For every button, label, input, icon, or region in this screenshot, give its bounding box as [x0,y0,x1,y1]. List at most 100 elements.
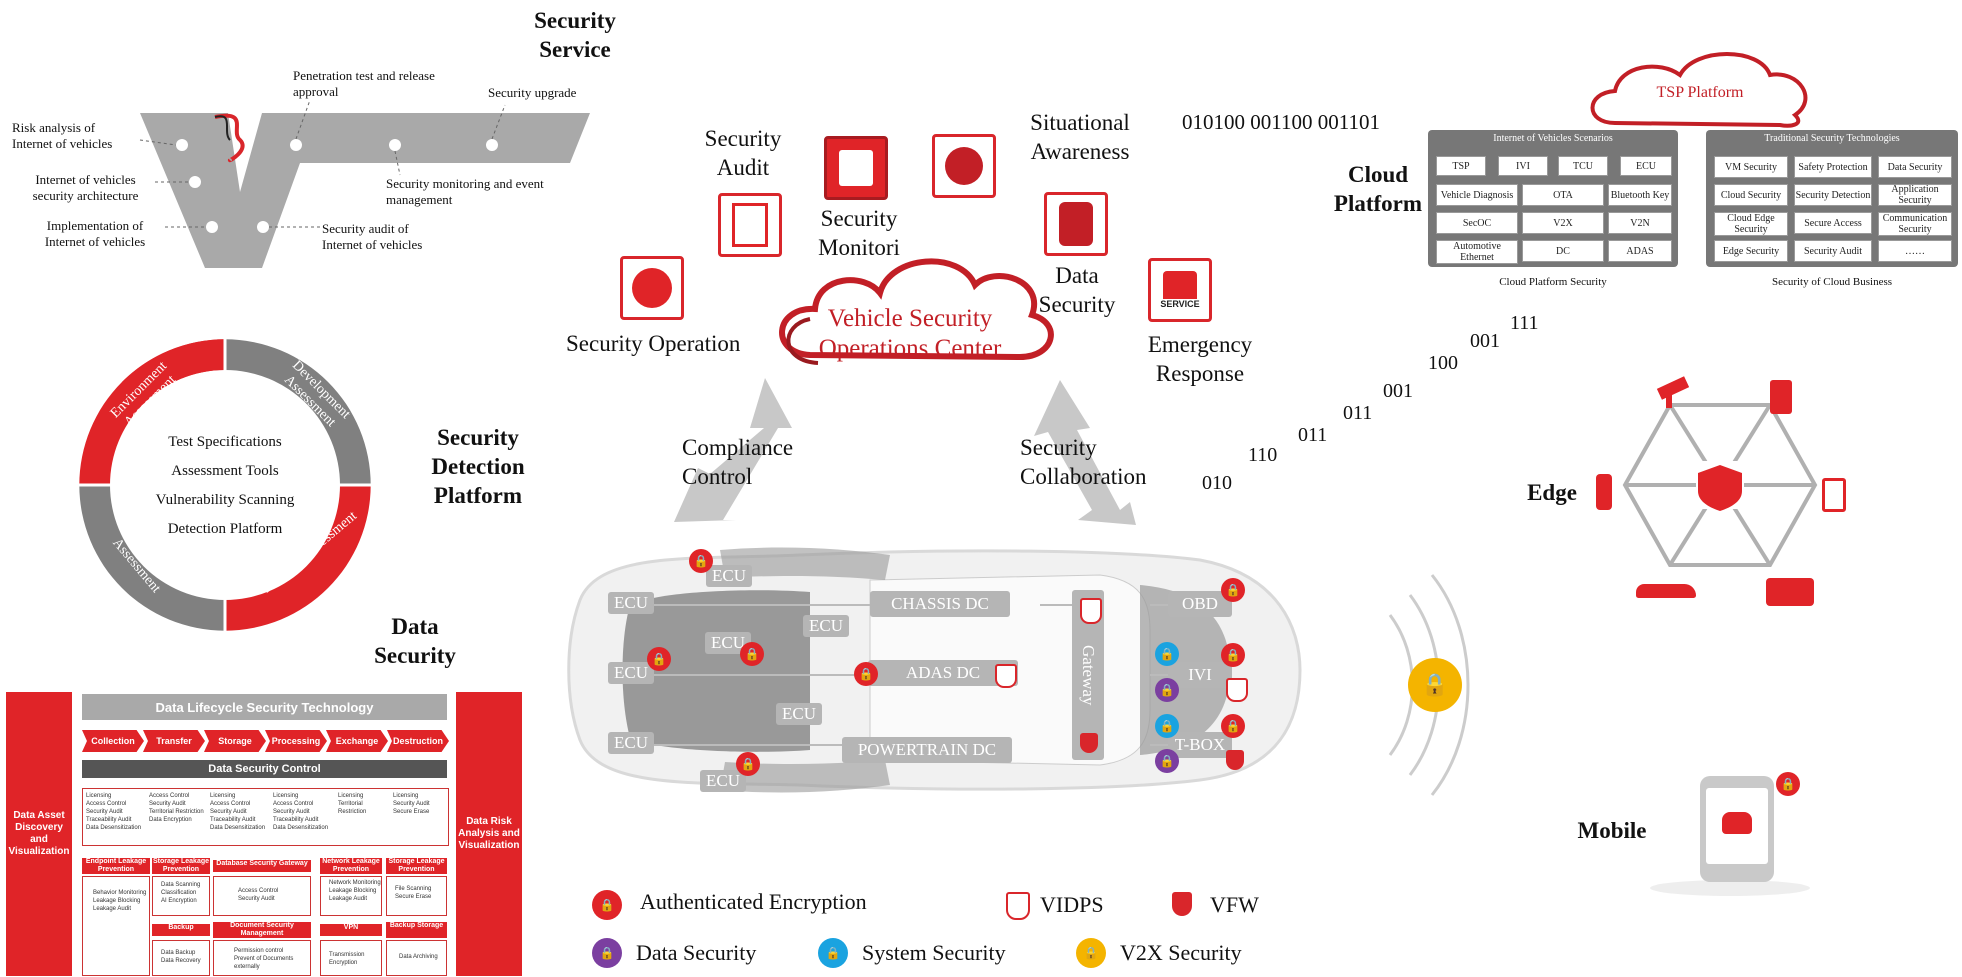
system-security-lock-icon: 🔒 [1155,714,1179,738]
security-audit-icon [718,193,782,257]
lifecycle-bar: Data Lifecycle Security Technology [82,694,447,720]
stage-processing: Processing [265,730,327,752]
control-bar: Data Security Control [82,760,447,778]
iov-cell: OTA [1522,184,1604,206]
trad-cell: Safety Protection [1794,156,1872,178]
lock-icon: 🔒 [1221,714,1245,738]
center-item: Detection Platform [167,521,283,537]
trad-caption: Security of Cloud Business [1771,276,1893,288]
row2-head: Storage Leakage Prevention [152,858,210,874]
security-service-title: Security Service [534,8,616,62]
iov-cell: TCU [1558,156,1608,176]
binary-stair: 111 [1510,312,1539,334]
stage-storage: Storage [204,730,266,752]
adas-dc: ADAS DC [868,660,1018,686]
detection-center: Test Specifications Assessment Tools Vul… [145,428,305,544]
lock-icon: 🔒 [1776,772,1800,796]
phone-icon [1700,776,1774,882]
trad-head: Traditional Security Technologies [1764,133,1900,144]
ecu-node: ECU [608,732,654,754]
row3-head: Document Security Management [213,922,311,938]
trad-cell: Data Security [1878,156,1952,178]
trad-cell: Edge Security [1714,240,1788,262]
v2x-lock-icon: 🔒 [1408,658,1462,712]
vidps-shield-icon [1006,892,1030,920]
binary-top: 010100 001100 001101 [1182,110,1380,134]
vfw-shield-icon [1080,733,1098,753]
trad-cell: Application Security [1878,184,1952,206]
legend-authenticated-encryption: Authenticated Encryption [640,889,867,914]
stage-collection: Collection [82,730,144,752]
data-security-lock-icon: 🔒 [1155,678,1179,702]
vfw-shield-icon [1226,750,1244,770]
lock-icon: 🔒 [736,752,760,776]
vsoc-title: Vehicle Security Operations Center [780,304,1040,364]
phone-shadow [1650,880,1810,896]
iov-cell: Vehicle Diagnosis [1436,184,1518,206]
row2-head: Endpoint Leakage Prevention [82,858,150,874]
legend-v2x-icon: 🔒 [1076,938,1106,968]
data-security-lock-icon: 🔒 [1155,749,1179,773]
row2-head: Database Security Gateway [213,860,311,872]
security-collaboration-label: Security Collaboration [1020,435,1147,489]
ecu-node: ECU [706,565,752,587]
security-operation-icon [620,256,684,320]
ecu-node: ECU [705,632,751,654]
label-security-upgrade: Security upgrade [488,85,577,100]
ecu-node: ECU [608,592,654,614]
iov-head: Internet of Vehicles Scenarios [1493,133,1613,144]
data-asset-discovery: Data Asset Discovery and Visualization [6,692,72,976]
vsoc-title-line: Operations Center [818,335,1002,362]
row3-head: Backup [152,924,210,936]
tbox-node: T-BOX [1168,732,1232,758]
stage-destruction: Destruction [387,730,449,752]
cloud-platform-title: Cloud Platform [1333,162,1423,216]
binary-stair: 010 [1202,472,1232,494]
ecu-node: ECU [700,770,746,792]
binary-stair: 110 [1248,444,1278,466]
legend-vfw: VFW [1210,892,1259,917]
double-arrows [674,378,1136,525]
v-model-diagram [139,99,590,268]
fuel-station-icon [1770,380,1792,414]
row2-head: Network Leakage Prevention [320,858,382,874]
lock-icon: 🔒 [647,647,671,671]
ecu-node: ECU [803,615,849,637]
data-risk-analysis: Data Risk Analysis and Visualization [456,692,522,976]
iov-cell: ADAS [1608,240,1672,262]
vsoc-cloud [779,258,1054,365]
lock-icon: 🔒 [1221,578,1245,602]
row3-head: Backup Storage [386,922,447,938]
center-item: Vulnerability Scanning [155,492,295,508]
vsoc-title-line: Vehicle Security [827,305,993,332]
binary-stair: 001 [1383,380,1413,402]
legend-ds-icon: 🔒 [592,938,622,968]
iov-cell: IVI [1498,156,1548,176]
iov-cell: V2N [1608,212,1672,234]
iov-cell: TSP [1436,156,1486,176]
compliance-control-label: Compliance Control [682,435,794,489]
binary-stair: 001 [1470,330,1500,352]
detection-title: Security Detection Platform [431,425,525,508]
label-penetration-test: Penetration test and release approval [293,68,435,99]
iov-cell: Automotive Ethernet [1436,240,1518,264]
trad-cell: Cloud Edge Security [1714,212,1788,236]
security-monitoring-icon [824,136,888,200]
legend-vidps: VIDPS [1040,892,1104,917]
label-risk-analysis: Risk analysis of Internet of vehicles [12,120,113,151]
node-emergency-response: Emergency Response [1147,332,1253,386]
lock-icon: 🔒 [740,642,764,666]
